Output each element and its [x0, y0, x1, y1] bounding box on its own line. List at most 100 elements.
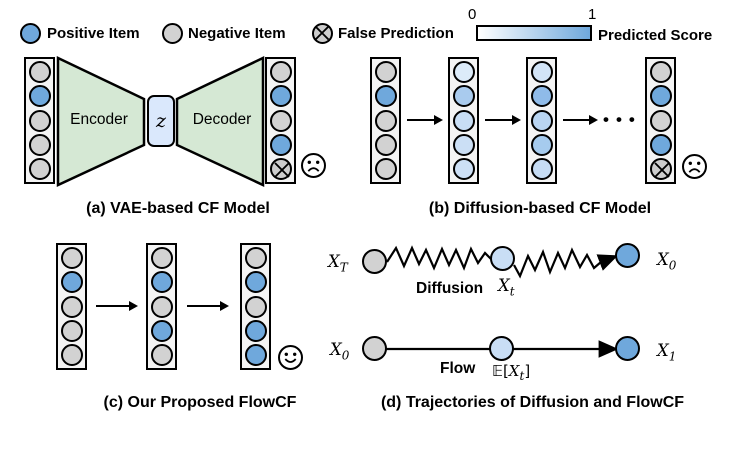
item-circle — [452, 133, 475, 156]
item-circle — [60, 271, 83, 294]
flowcf-vector-1 — [146, 243, 177, 370]
item-circle — [28, 158, 51, 180]
item-circle — [374, 61, 397, 83]
diffusion-zigzag-2 — [513, 247, 619, 279]
flow-trajectory-label: Flow — [440, 360, 476, 377]
right-arrow-icon — [485, 114, 521, 126]
item-circle — [244, 247, 267, 269]
item-circle — [269, 61, 292, 83]
item-circle — [530, 133, 553, 156]
item-circle — [28, 61, 51, 83]
diffusion-mid-node — [490, 246, 515, 271]
item-circle — [269, 109, 292, 132]
happy-face-icon — [278, 345, 303, 370]
diffusion-zigzag-1 — [386, 245, 492, 271]
latent-z-label: z — [155, 110, 166, 132]
item-circle — [649, 61, 672, 83]
decoder-shape — [175, 56, 265, 187]
encoder-shape — [56, 56, 146, 187]
flow-end-node — [615, 336, 640, 361]
item-circle — [244, 319, 267, 342]
item-circle — [150, 319, 173, 342]
item-circle — [374, 109, 397, 132]
item-circle — [269, 133, 292, 156]
right-arrow-icon — [407, 114, 443, 126]
label-x-1: X1 — [657, 341, 677, 364]
cross-icon — [314, 25, 330, 41]
item-circle — [649, 109, 672, 132]
item-circle — [28, 109, 51, 132]
sad-face-icon — [301, 153, 326, 178]
encoder-label: Encoder — [70, 111, 128, 128]
latent-z-box: z — [147, 95, 175, 147]
score-bar-label: Predicted Score — [598, 27, 713, 44]
diffusion-vector-final — [645, 57, 676, 184]
flow-start-node — [362, 336, 387, 361]
item-circle — [150, 295, 173, 318]
false-prediction-item — [649, 158, 672, 180]
label-x-t: Xt — [498, 276, 515, 299]
label-x-0-flow: X0 — [330, 340, 350, 363]
score-max-label: 1 — [588, 6, 597, 23]
flow-mid-node — [489, 336, 514, 361]
panel-a-caption: (a) VAE-based CF Model — [86, 200, 270, 217]
decoder-label: Decoder — [192, 111, 252, 128]
diffusion-vector-0 — [370, 57, 401, 184]
label-expected-x-t: 𝔼[Xt] — [492, 362, 531, 383]
vae-input-vector — [24, 57, 55, 184]
item-circle — [530, 158, 553, 180]
panel-c-caption: (c) Our Proposed FlowCF — [103, 394, 297, 411]
vae-output-vector — [265, 57, 296, 184]
item-circle — [60, 319, 83, 342]
predicted-score-gradient-bar — [476, 25, 592, 41]
item-circle — [269, 85, 292, 108]
item-circle — [374, 158, 397, 180]
false-prediction-icon — [312, 23, 333, 44]
legend-false-label: False Prediction — [338, 25, 454, 42]
diffusion-start-node — [362, 249, 387, 274]
cross-icon — [653, 162, 670, 178]
item-circle — [530, 109, 553, 132]
item-circle — [452, 109, 475, 132]
item-circle — [60, 344, 83, 366]
item-circle — [374, 85, 397, 108]
diffusion-trajectory-label: Diffusion — [416, 280, 484, 297]
item-circle — [60, 295, 83, 318]
diffusion-end-node — [615, 243, 640, 268]
item-circle — [244, 295, 267, 318]
panel-d-caption: (d) Trajectories of Diffusion and FlowCF — [380, 394, 685, 411]
score-min-label: 0 — [468, 6, 477, 23]
false-prediction-item — [269, 158, 292, 180]
item-circle — [452, 158, 475, 180]
right-arrow-icon — [96, 300, 138, 312]
item-circle — [244, 271, 267, 294]
diffusion-vector-2 — [526, 57, 557, 184]
item-circle — [28, 85, 51, 108]
item-circle — [374, 133, 397, 156]
item-circle — [28, 133, 51, 156]
diffusion-vector-1 — [448, 57, 479, 184]
right-arrow-icon — [187, 300, 229, 312]
item-circle — [244, 344, 267, 366]
positive-item-icon — [20, 23, 41, 44]
item-circle — [60, 247, 83, 269]
item-circle — [530, 61, 553, 83]
item-circle — [530, 85, 553, 108]
item-circle — [150, 271, 173, 294]
right-arrow-icon — [563, 114, 598, 126]
ellipsis-dots: ••• — [603, 110, 642, 129]
item-circle — [150, 344, 173, 366]
item-circle — [452, 85, 475, 108]
panel-b-caption: (b) Diffusion-based CF Model — [428, 200, 652, 217]
cross-icon — [273, 162, 290, 178]
flowcf-vector-0 — [56, 243, 87, 370]
negative-item-icon — [162, 23, 183, 44]
item-circle — [649, 133, 672, 156]
sad-face-icon — [682, 154, 707, 179]
legend-negative-label: Negative Item — [188, 25, 286, 42]
legend-positive-label: Positive Item — [47, 25, 140, 42]
label-x-T: XT — [328, 252, 348, 275]
item-circle — [150, 247, 173, 269]
flowcf-vector-2 — [240, 243, 271, 370]
